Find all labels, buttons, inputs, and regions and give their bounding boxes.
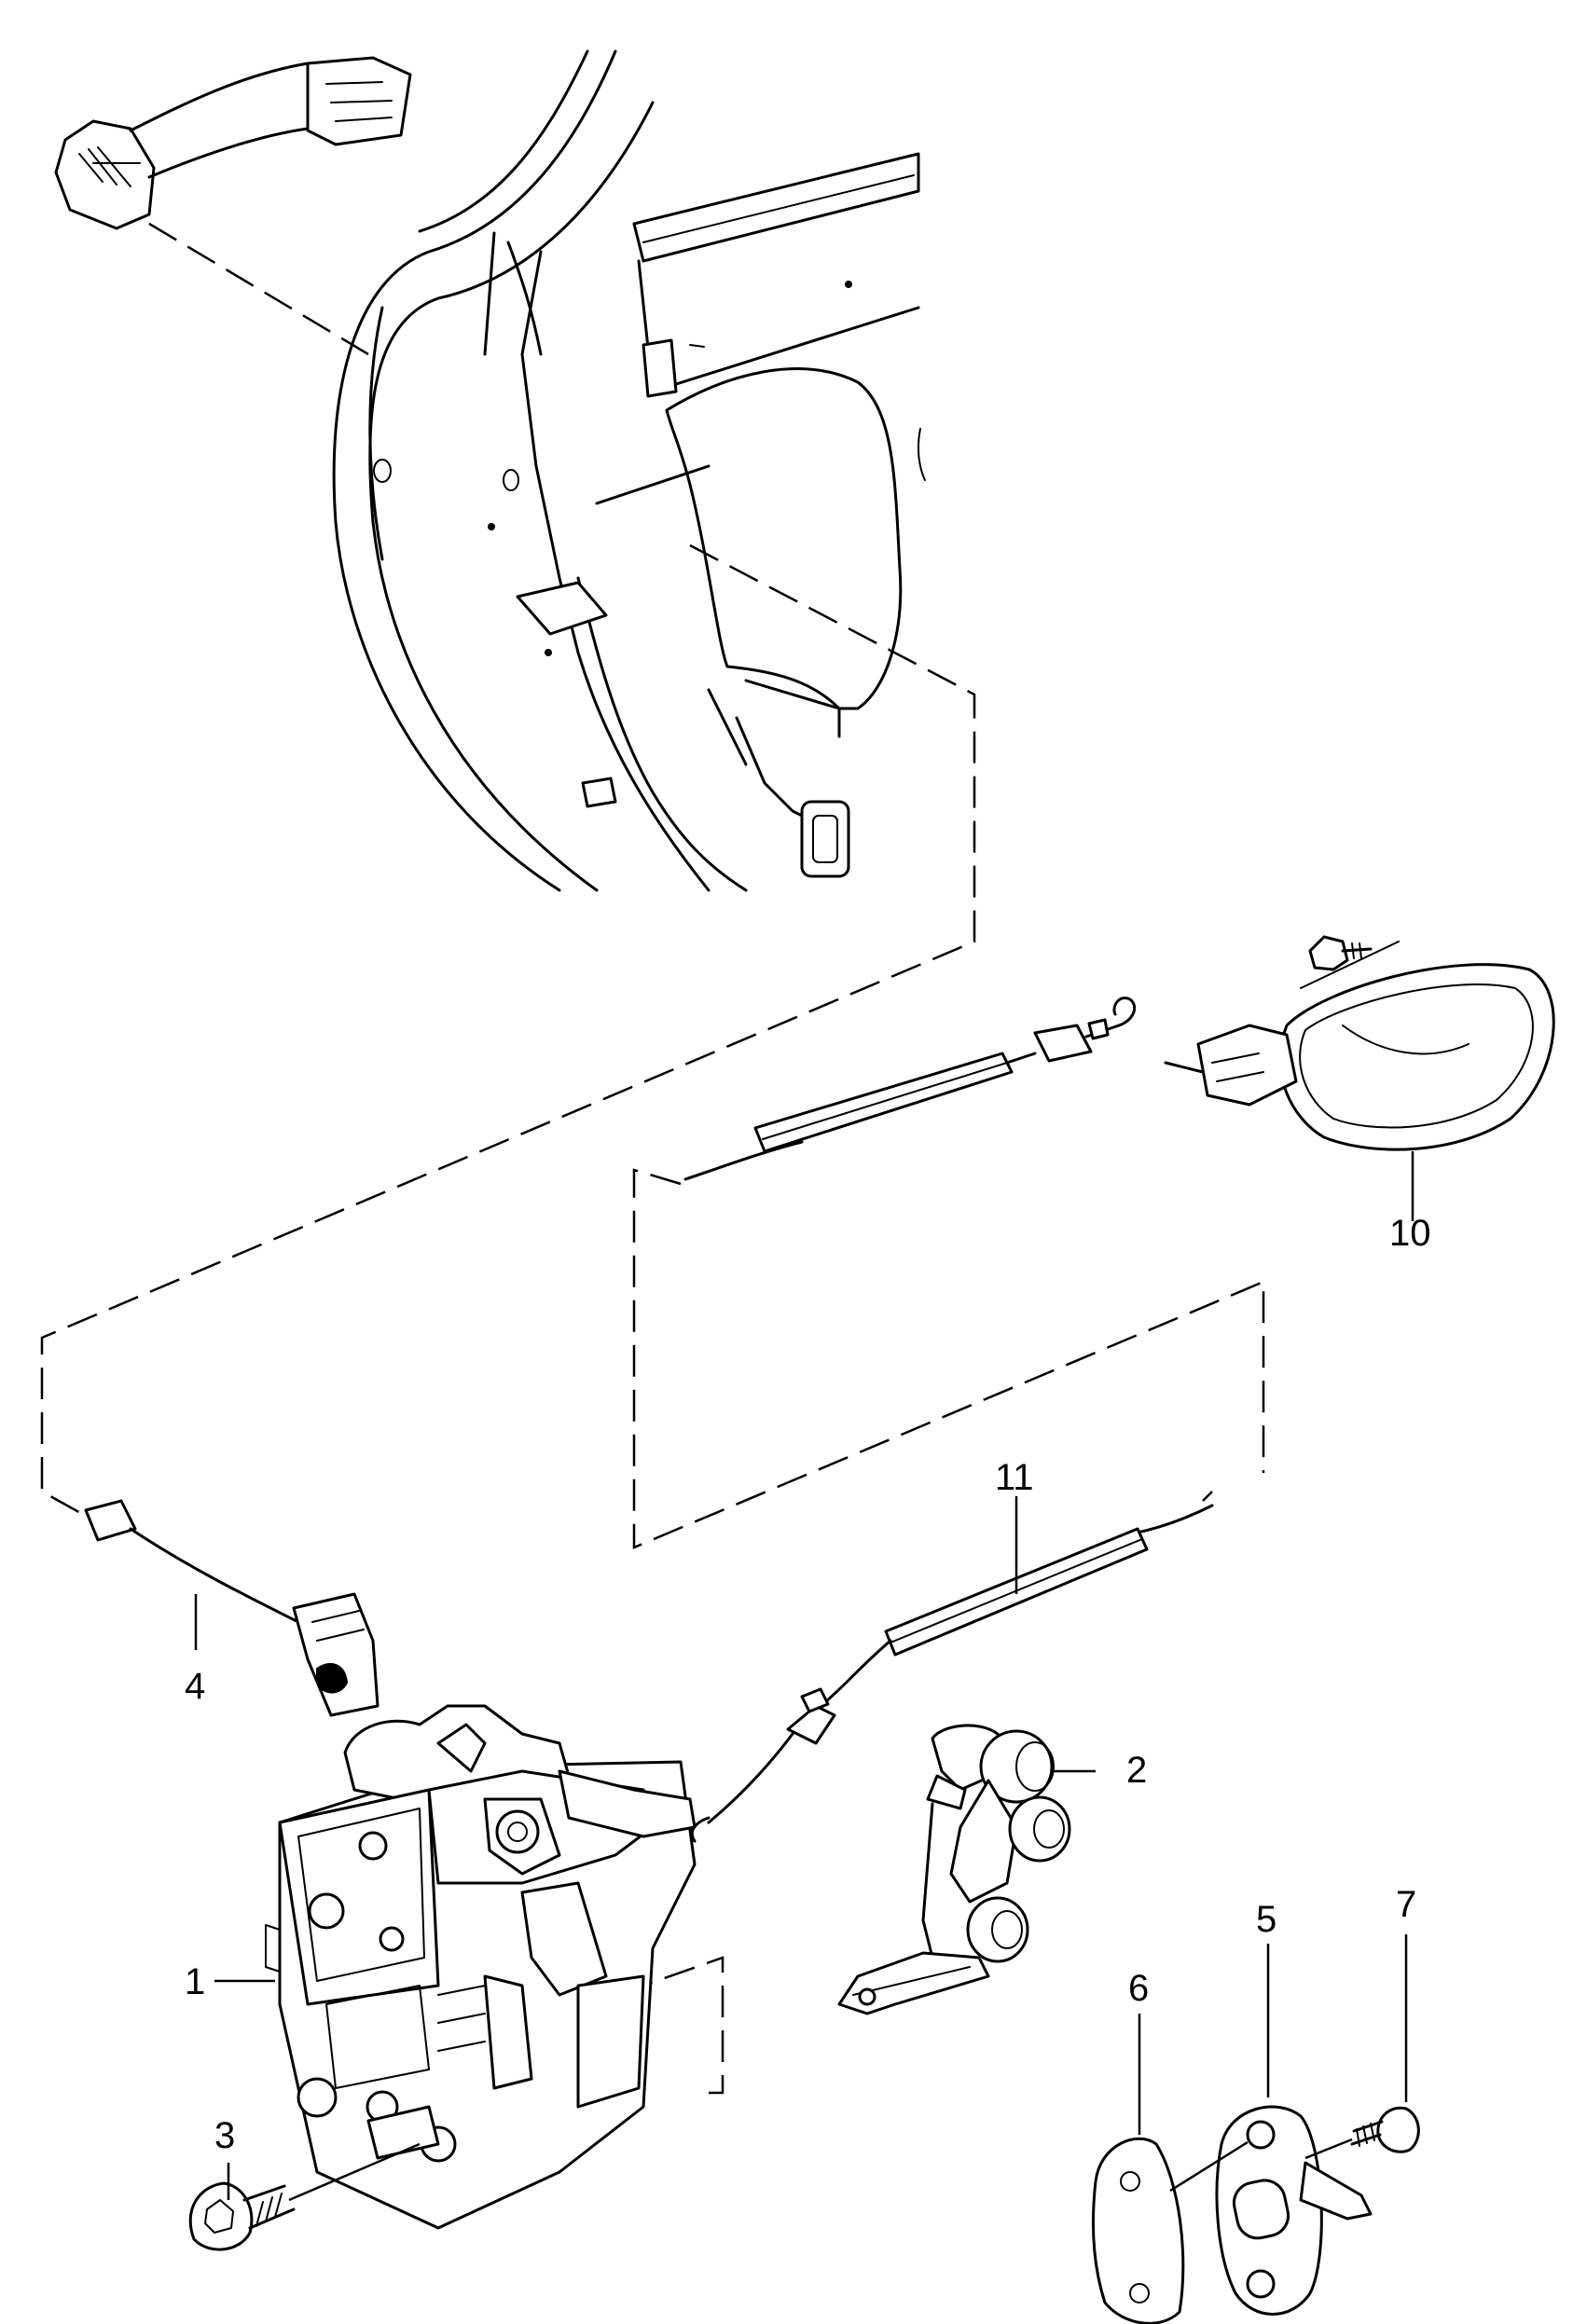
callout-5: 5 [1256,1899,1276,1940]
callout-3: 3 [214,2115,235,2156]
striker-gasket [1091,2137,1185,2324]
outer-door-handle [54,56,412,230]
door-body-panel [332,49,926,892]
door-striker [1169,2105,1373,2316]
central-locking-motor-connector [84,1499,380,1717]
striker-screw [1304,2106,1420,2160]
callout-4: 4 [185,1666,205,1707]
assembly-dashed-lines [40,222,1265,2095]
callout-1: 1 [185,1961,205,2002]
callout-leaders [194,1151,1414,2200]
callout-2: 2 [1126,1750,1147,1791]
callout-10: 10 [1389,1213,1431,1254]
door-lock-unit [265,1704,697,2230]
callout-6: 6 [1128,1968,1149,2009]
callout-11: 11 [995,1457,1034,1498]
lock-screw [188,2142,421,2251]
lock-lever-linkage [837,1724,1071,2015]
interior-door-handle [1164,935,1555,1151]
upper-release-cable [683,997,1137,1181]
callout-7: 7 [1396,1884,1416,1925]
